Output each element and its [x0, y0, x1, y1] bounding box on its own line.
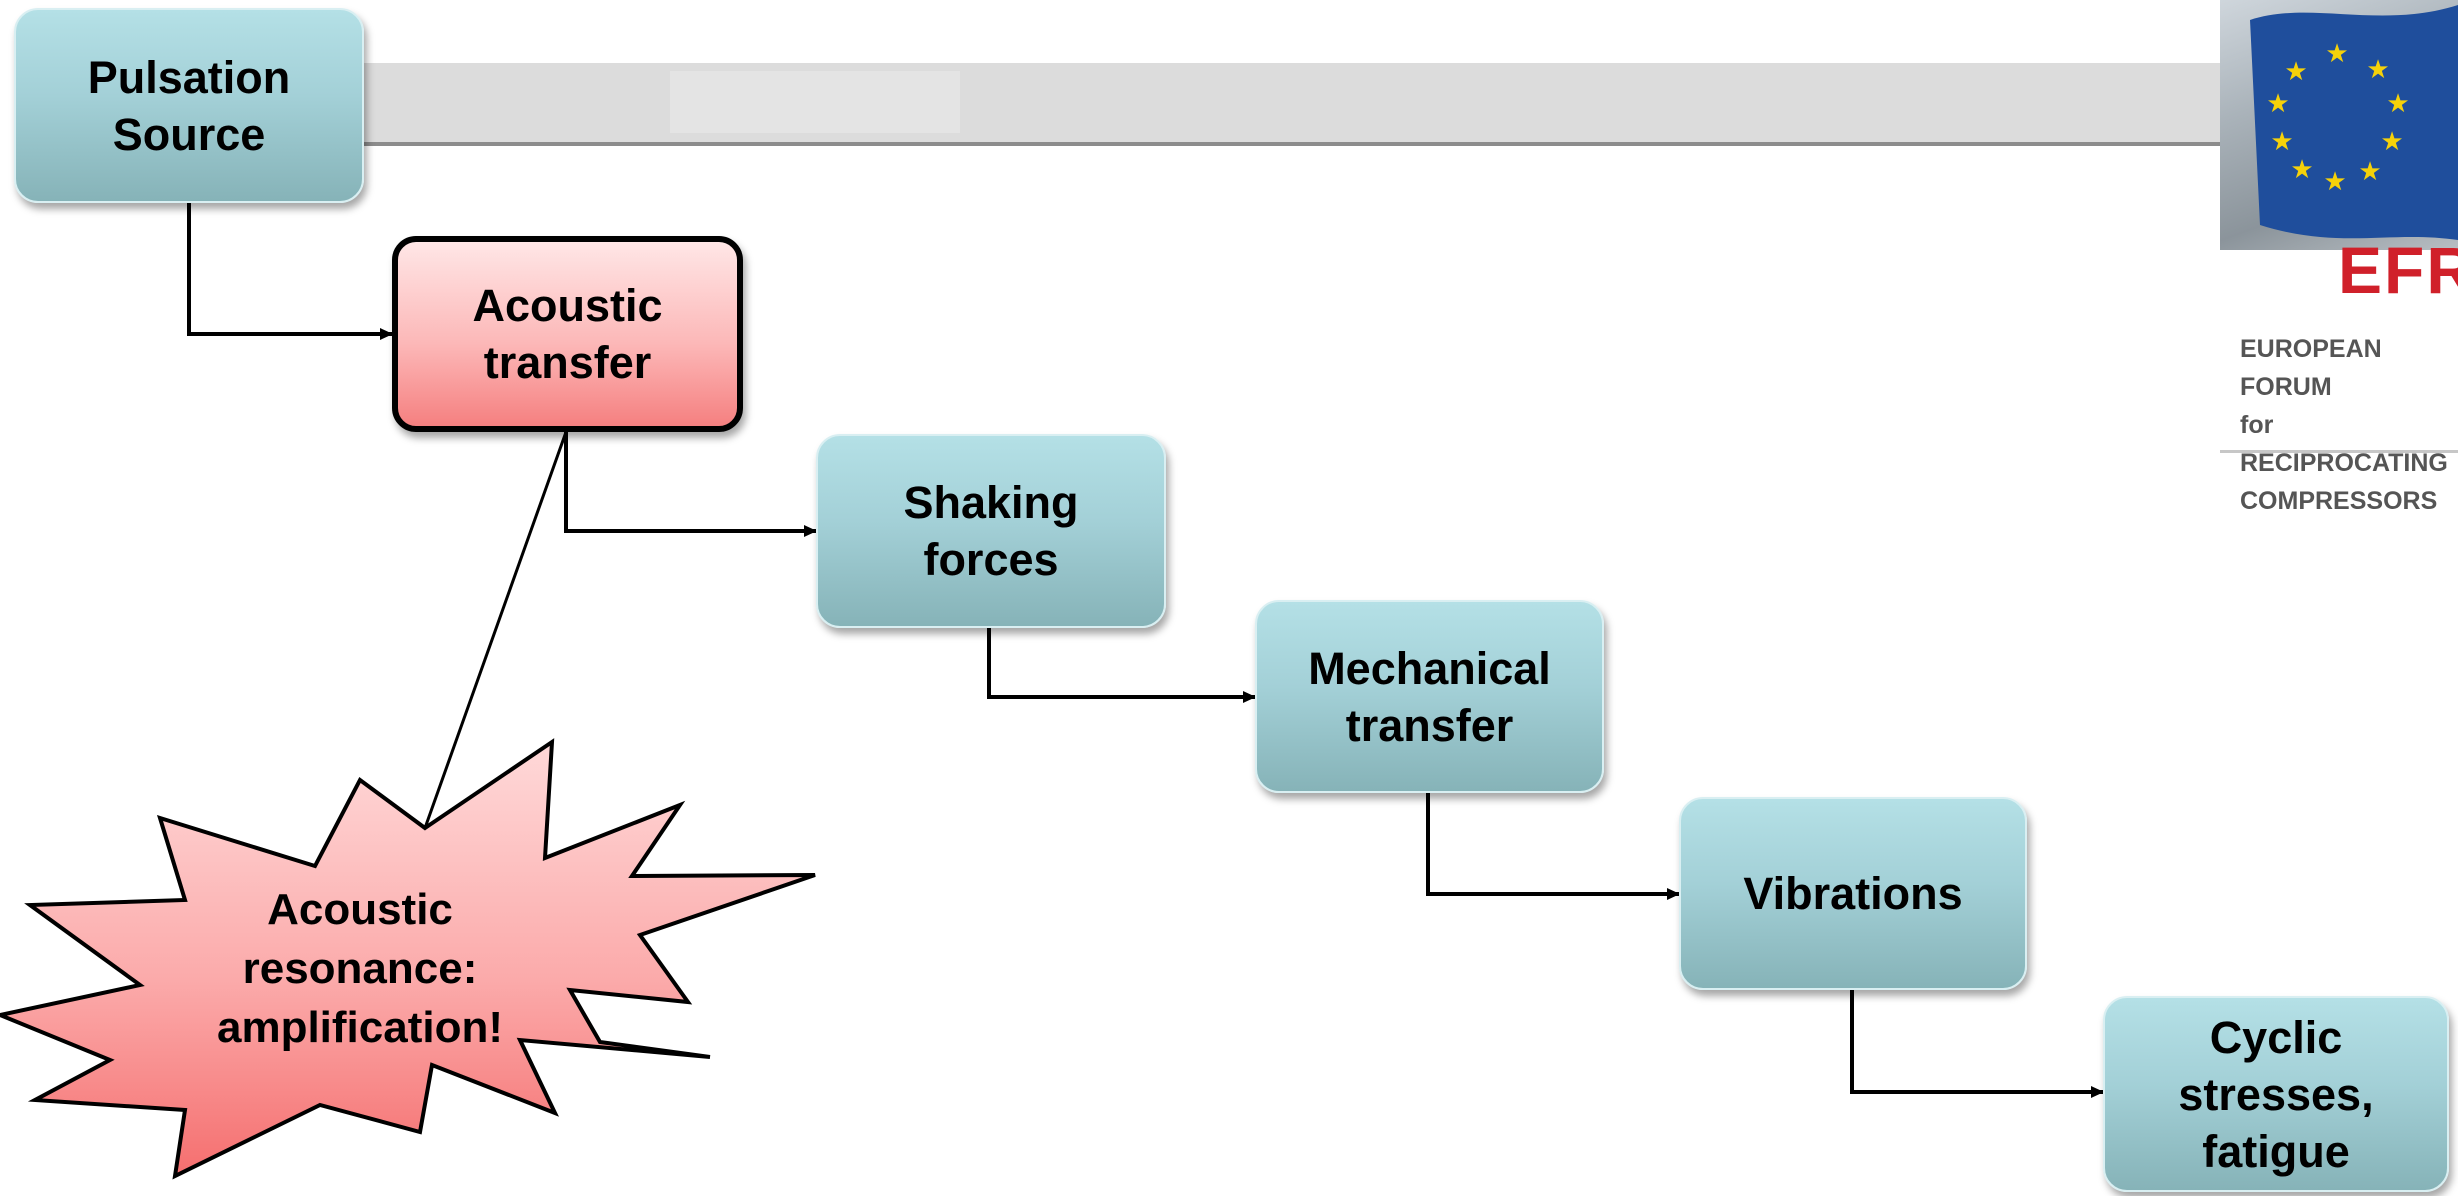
eu-flag-icon: ★ ★ ★ ★ ★ ★ ★ ★ ★ ★ [2220, 5, 2458, 315]
efrc-logo: ★ ★ ★ ★ ★ ★ ★ ★ ★ ★ EFRC EUROPEAN FORUM … [2220, 0, 2458, 515]
box-mechanical-transfer: Mechanical transfer [1255, 600, 1604, 793]
box-shaking-forces: Shaking forces [816, 434, 1166, 628]
connector-shaking-to-mechanical [987, 628, 1256, 703]
svg-text:★: ★ [2366, 54, 2389, 84]
eu-flag-compressor-image: ★ ★ ★ ★ ★ ★ ★ ★ ★ ★ EFRC [2220, 0, 2458, 315]
callout-pointer [423, 431, 568, 829]
header-band-highlight [670, 71, 960, 133]
box-cyclic-stresses-label: Cyclic stresses, fatigue [2178, 1011, 2374, 1177]
header-rule [340, 142, 2230, 146]
svg-text:★: ★ [2380, 126, 2403, 156]
connector-source-to-acoustic [187, 203, 393, 340]
resonance-burst-shape [0, 738, 816, 1180]
svg-text:★: ★ [2270, 126, 2293, 156]
svg-text:★: ★ [2290, 154, 2313, 184]
svg-text:★: ★ [2386, 88, 2409, 118]
box-shaking-forces-label: Shaking forces [903, 477, 1079, 585]
box-pulsation-source: Pulsation Source [14, 8, 364, 203]
box-vibrations: Vibrations [1679, 797, 2027, 990]
box-acoustic-transfer-label: Acoustic transfer [472, 280, 663, 388]
svg-text:★: ★ [2266, 88, 2289, 118]
svg-text:★: ★ [2358, 156, 2381, 186]
logo-divider [2220, 450, 2458, 453]
connector-vibrations-to-cyclic [1850, 990, 2104, 1098]
resonance-callout-text: Acoustic resonance: amplification! [216, 885, 504, 1052]
svg-text:★: ★ [2325, 38, 2348, 68]
svg-text:★: ★ [2323, 166, 2346, 196]
box-vibrations-label: Vibrations [1743, 868, 1963, 919]
svg-text:★: ★ [2284, 56, 2307, 86]
box-pulsation-source-label: Pulsation Source [87, 51, 291, 160]
box-cyclic-stresses: Cyclic stresses, fatigue [2103, 996, 2449, 1192]
efrc-brand-text: EFRC [2338, 233, 2458, 307]
efrc-subtitle: EUROPEAN FORUM for RECIPROCATING COMPRES… [2240, 335, 2448, 515]
header-band [340, 63, 2230, 143]
connector-acoustic-to-shaking [564, 432, 817, 537]
box-acoustic-transfer: Acoustic transfer [392, 236, 743, 432]
box-mechanical-transfer-label: Mechanical transfer [1308, 642, 1551, 751]
connector-mechanical-to-vibrations [1426, 793, 1680, 900]
